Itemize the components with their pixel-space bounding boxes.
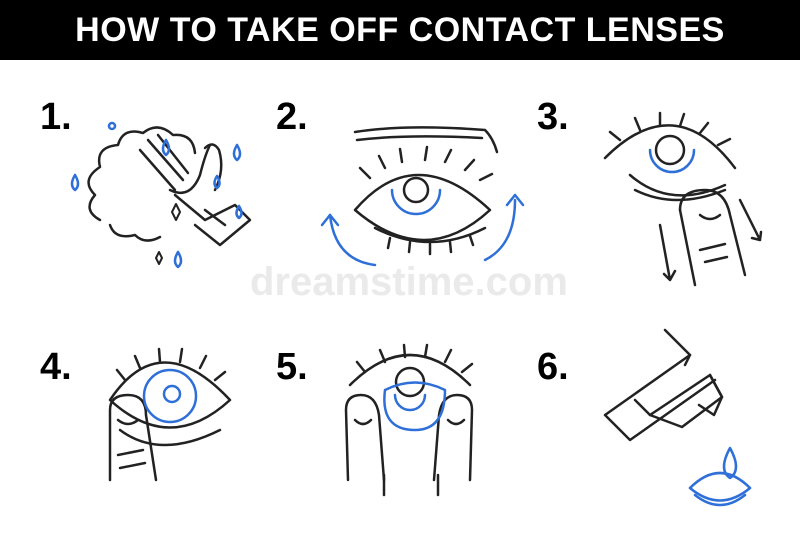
step-5-number: 5.: [276, 346, 308, 388]
lens-solution-case-icon: [603, 328, 752, 507]
step-4-number: 4.: [40, 346, 72, 388]
pinch-lens-icon: [344, 343, 474, 497]
step-1-number: 1.: [40, 96, 72, 138]
pull-eyelid-icon: [603, 111, 763, 287]
touch-lens-icon: [108, 347, 232, 482]
step-2-number: 2.: [276, 96, 308, 138]
watermark: dreamstime.com: [250, 260, 568, 304]
page-title: HOW TO TAKE OFF CONTACT LENSES: [75, 10, 725, 49]
step-3-number: 3.: [537, 96, 569, 138]
hand-washing-icon: [70, 121, 252, 269]
title-bar: HOW TO TAKE OFF CONTACT LENSES: [0, 0, 800, 60]
step-6-number: 6.: [537, 346, 569, 388]
eye-rolling-icon: [320, 126, 525, 267]
